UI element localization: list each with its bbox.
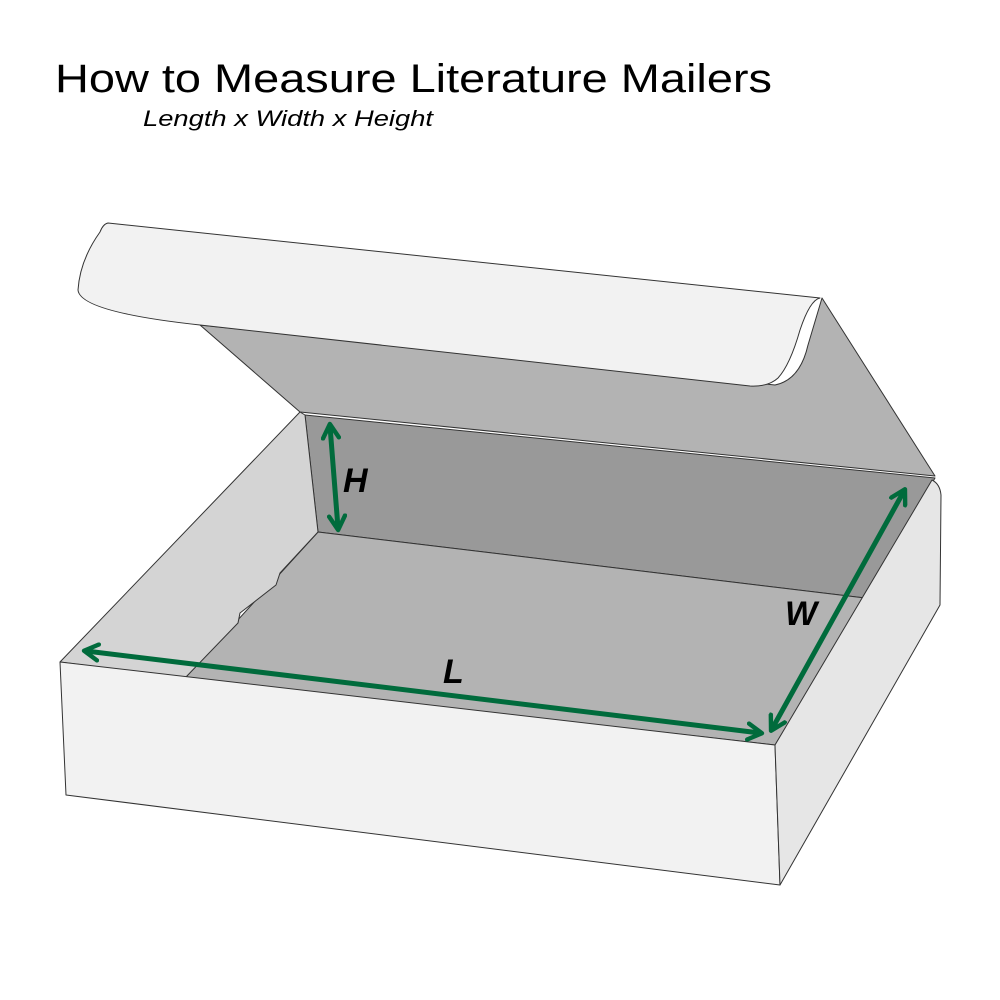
dimension-arrows bbox=[86, 426, 904, 733]
mailer-box bbox=[59, 222, 942, 886]
height-label: H bbox=[343, 462, 369, 500]
lid-outer-panel bbox=[77, 222, 821, 387]
page-subtitle: Length x Width x Height bbox=[143, 106, 434, 131]
height-arrow bbox=[330, 426, 338, 528]
length-label: L bbox=[443, 653, 464, 691]
length-arrow bbox=[86, 651, 760, 733]
lid-inner-panel bbox=[199, 297, 936, 477]
width-arrow bbox=[772, 491, 904, 729]
page-title: How to Measure Literature Mailers bbox=[55, 57, 772, 101]
width-label: W bbox=[785, 595, 820, 633]
